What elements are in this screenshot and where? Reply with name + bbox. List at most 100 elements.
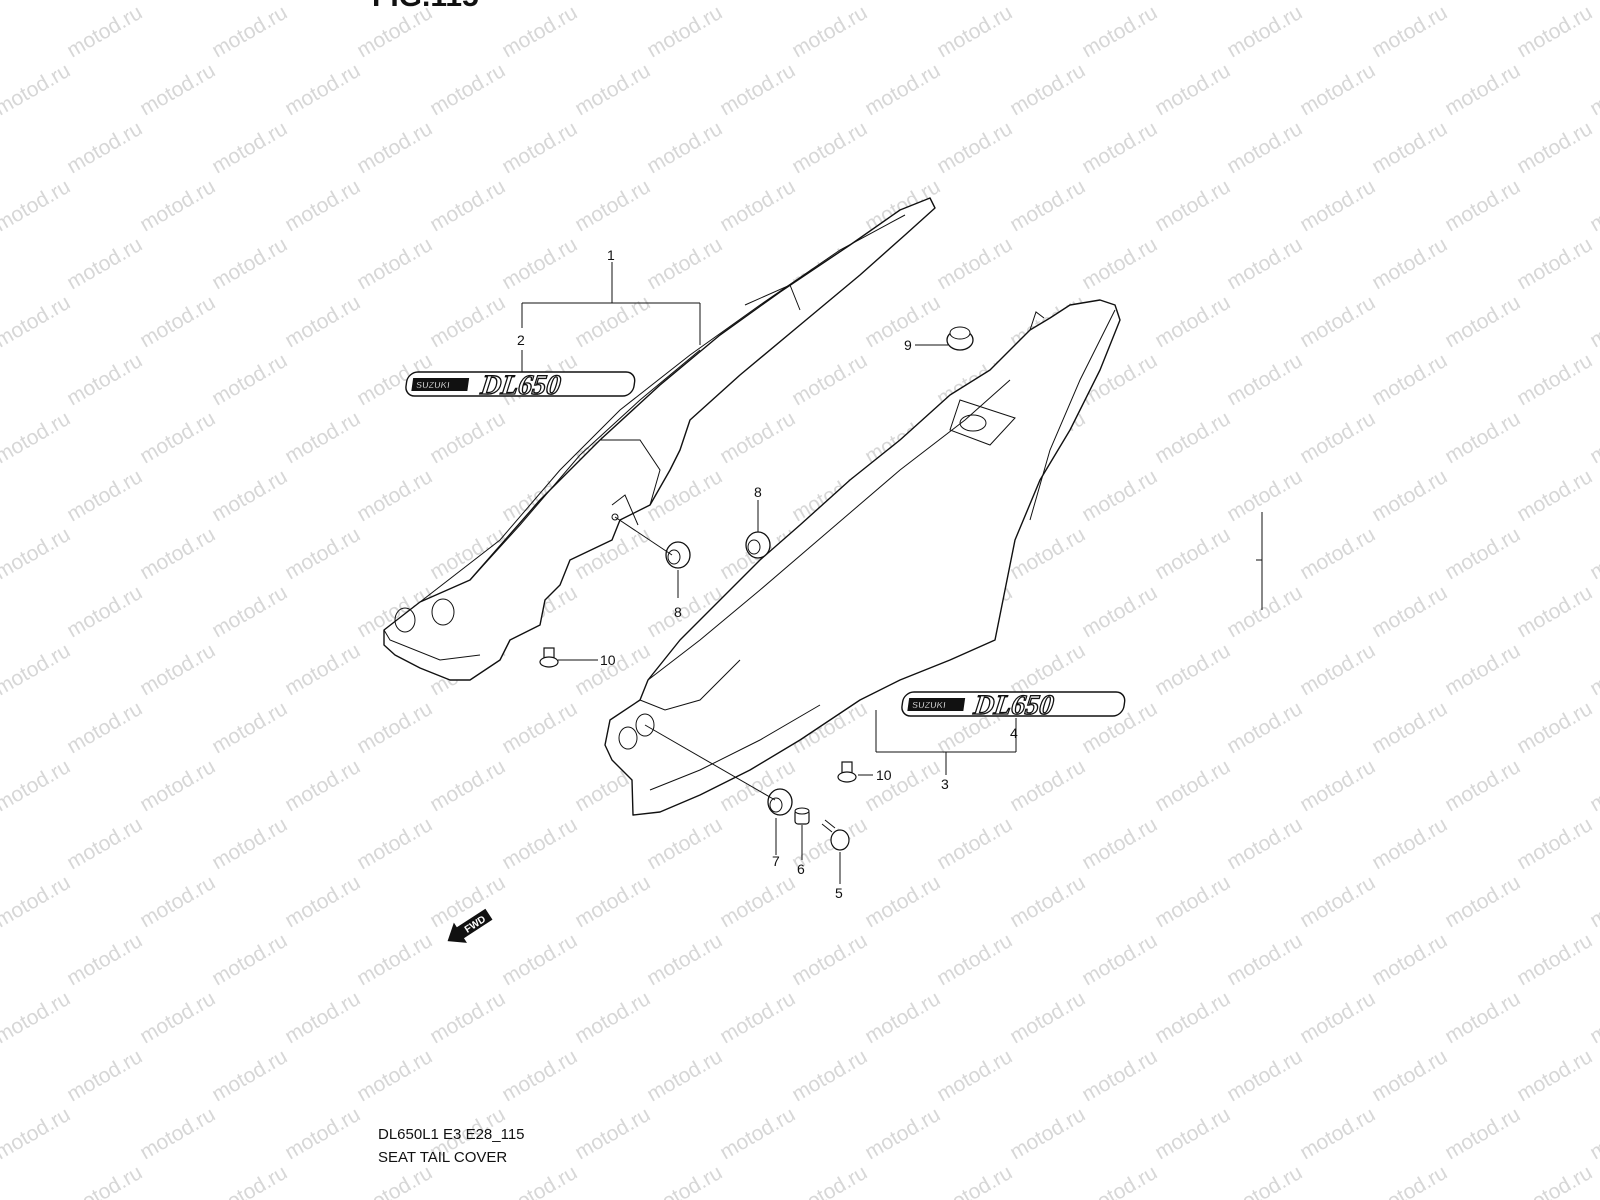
watermark-text: motod.ru [1513,233,1596,294]
watermark-text: motod.ru [1151,0,1234,4]
watermark-text: motod.ru [1441,1103,1524,1164]
callout-9: 9 [904,337,912,353]
watermark-text: motod.ru [0,117,1,178]
watermark-text: motod.ru [0,1045,1,1106]
watermark-text: motod.ru [1513,349,1596,410]
figure-code: DL650L1 E3 E28_115 [378,1126,525,1143]
watermark-text: motod.ru [63,697,146,758]
watermark-text: motod.ru [1368,1,1451,62]
watermark-text: motod.ru [1441,987,1524,1048]
watermark-text: motod.ru [1513,117,1596,178]
watermark-text: motod.ru [1151,639,1234,700]
emblem-left-model: DL650 [478,370,563,401]
watermark-text: motod.ru [281,291,364,352]
watermark-text: motod.ru [1296,1103,1379,1164]
watermark-text: motod.ru [1368,1161,1451,1200]
watermark-text: motod.ru [208,117,291,178]
watermark-text: motod.ru [1296,755,1379,816]
watermark-text: motod.ru [281,523,364,584]
watermark-text: motod.ru [716,59,799,120]
watermark-text: motod.ru [1368,929,1451,990]
watermark-text: motod.ru [933,1,1016,62]
watermark-text: motod.ru [643,117,726,178]
watermark-text: motod.ru [1006,987,1089,1048]
watermark-text: motod.ru [1151,871,1234,932]
watermark-text: motod.ru [1586,871,1600,932]
watermark-text: motod.ru [136,755,219,816]
watermark-text: motod.ru [1223,117,1306,178]
emblem-right-brand: SUZUKI [911,700,946,710]
watermark-text: motod.ru [63,1045,146,1106]
watermark-text: motod.ru [426,0,509,4]
watermark-text: motod.ru [1151,175,1234,236]
watermark-text: motod.ru [1513,1045,1596,1106]
watermark-text: motod.ru [788,1045,871,1106]
watermark-text: motod.ru [1151,291,1234,352]
watermark-text: motod.ru [1586,0,1600,4]
watermark-text: motod.ru [498,233,581,294]
watermark-text: motod.ru [0,697,1,758]
watermark-text: motod.ru [136,59,219,120]
watermark-text: motod.ru [716,987,799,1048]
watermark-text: motod.ru [0,291,74,352]
watermark-text: motod.ru [63,349,146,410]
watermark-text: motod.ru [1078,1161,1161,1200]
watermark-text: motod.ru [136,0,219,4]
watermark-text: motod.ru [1586,291,1600,352]
watermark-text: motod.ru [1223,813,1306,874]
watermark-text: motod.ru [0,755,74,816]
watermark-text: motod.ru [1368,813,1451,874]
watermark-text: motod.ru [1513,1,1596,62]
watermark-text: motod.ru [1586,755,1600,816]
callout-4: 4 [1010,725,1018,741]
watermark-text: motod.ru [1006,0,1089,4]
watermark-text: motod.ru [0,1103,74,1164]
watermark-text: motod.ru [1296,407,1379,468]
watermark-text: motod.ru [1078,581,1161,642]
watermark-text: motod.ru [281,407,364,468]
watermark-text: motod.ru [1441,639,1524,700]
watermark-text: motod.ru [571,59,654,120]
watermark-text: motod.ru [498,117,581,178]
callout-3: 3 [941,776,949,792]
watermark-text: motod.ru [1223,1,1306,62]
watermark-text: motod.ru [136,175,219,236]
watermark-text: motod.ru [0,639,74,700]
watermark-text: motod.ru [63,929,146,990]
watermark-text: motod.ru [1441,407,1524,468]
watermark-text: motod.ru [0,813,1,874]
watermark-text: motod.ru [136,523,219,584]
watermark-text: motod.ru [1513,929,1596,990]
watermark-text: motod.ru [1368,697,1451,758]
watermark-text: motod.ru [136,639,219,700]
watermark-text: motod.ru [0,1161,1,1200]
watermark-text: motod.ru [571,0,654,4]
watermark-text: motod.ru [353,233,436,294]
watermark-text: motod.ru [281,175,364,236]
watermark-text: motod.ru [498,1045,581,1106]
right-seat-tail-cover [604,299,1121,816]
watermark-text: motod.ru [861,59,944,120]
watermark-text: motod.ru [1296,987,1379,1048]
callout-5: 5 [835,885,843,901]
watermark-text: motod.ru [281,1103,364,1164]
watermark-text: motod.ru [933,813,1016,874]
watermark-text: motod.ru [136,1103,219,1164]
watermark-text: motod.ru [1151,59,1234,120]
watermark-text: motod.ru [716,407,799,468]
watermark-text: motod.ru [63,465,146,526]
watermark-text: motod.ru [1368,1045,1451,1106]
watermark-text: motod.ru [208,1045,291,1106]
watermark-text: motod.ru [1296,291,1379,352]
callout-1: 1 [607,247,615,263]
watermark-text: motod.ru [571,987,654,1048]
callout-2: 2 [517,332,525,348]
clip-10-right-icon [837,761,857,783]
watermark-text: motod.ru [208,1161,291,1200]
callout-8-center: 8 [754,484,762,500]
watermark-text: motod.ru [0,233,1,294]
watermark-text: motod.ru [426,755,509,816]
watermark-text: motod.ru [353,117,436,178]
collar-6-icon [794,807,810,825]
